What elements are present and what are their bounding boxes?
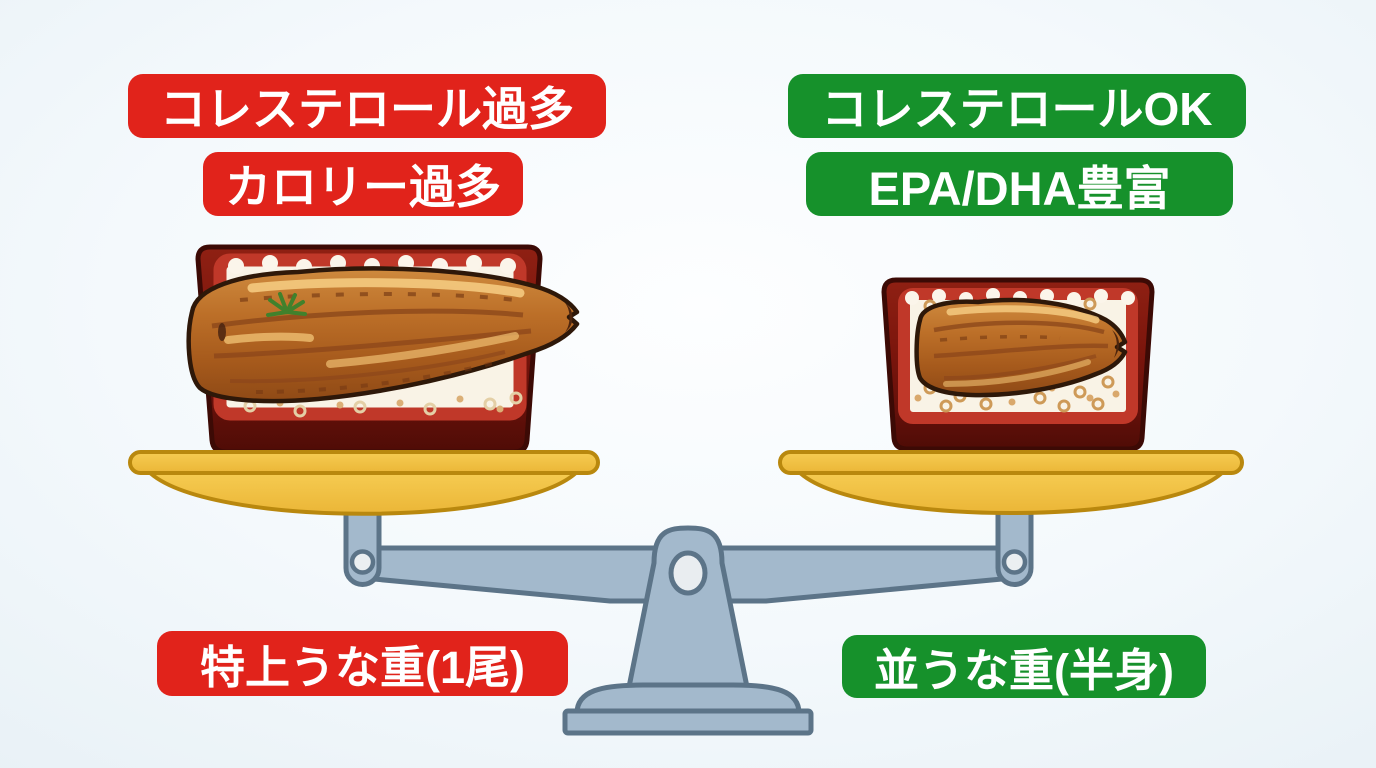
rice-texture-small — [905, 288, 1135, 306]
left-pan-rim — [128, 450, 600, 475]
left-rivet — [349, 549, 376, 575]
badge-epa-dha-rich: EPA/DHA豊富 — [806, 152, 1233, 216]
base-plinth — [562, 708, 814, 736]
right-pan — [778, 450, 1244, 515]
caption-regular-unaju: 並うな重(半身) — [842, 635, 1206, 698]
eel-fillet-large-icon — [186, 266, 580, 404]
right-pan-bowl — [793, 469, 1229, 515]
caption-premium-unaju: 特上うな重(1尾) — [157, 631, 568, 696]
right-rivet — [1001, 549, 1028, 575]
scale-pivot — [626, 525, 750, 690]
right-pan-rim — [778, 450, 1244, 475]
eel-fillet-small-icon — [914, 297, 1128, 398]
unagi-jubako-small-icon — [881, 277, 1155, 452]
left-pan — [128, 450, 600, 516]
scale-base — [562, 682, 814, 736]
rice-flecks-tan-large — [276, 395, 504, 413]
base-dome — [574, 682, 802, 716]
badge-calorie-excess: カロリー過多 — [203, 152, 523, 216]
pivot-hole — [668, 550, 708, 596]
pivot-column — [626, 525, 750, 690]
sansho-garnish-icon — [266, 292, 307, 317]
badge-cholesterol-ok: コレステロールOK — [788, 74, 1246, 138]
left-pan-bowl — [143, 469, 583, 516]
badge-cholesterol-excess: コレステロール過多 — [128, 74, 606, 138]
unagi-jubako-large-icon — [186, 244, 580, 455]
